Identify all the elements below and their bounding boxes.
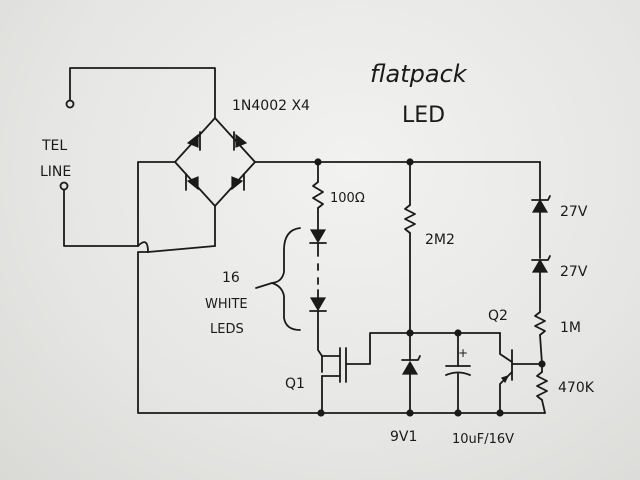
led-bottom: [309, 297, 327, 312]
label-zener-9v1: 9V1: [390, 429, 417, 445]
resistor-100-ohm: [312, 181, 324, 209]
label-r-1m: 1M: [560, 320, 581, 336]
resistor-1m: [534, 311, 546, 336]
label-q1: Q1: [285, 376, 305, 392]
resistor-2m2-branch: [404, 161, 501, 337]
label-led-white: WHITE: [205, 297, 248, 312]
zener-27v-top: [531, 198, 549, 213]
led-string: [255, 161, 327, 373]
q1-mosfet: [321, 332, 411, 414]
q2-transistor: [499, 332, 546, 414]
label-capacitor: 10uF/16V: [452, 432, 514, 447]
label-bridge-diodes: 1N4002 X4: [232, 98, 310, 114]
label-zener-27v-bottom: 27V: [560, 264, 588, 280]
resistor-2m2: [404, 204, 416, 234]
led-group-brace: [271, 227, 301, 331]
label-q2: Q2: [488, 308, 508, 324]
right-divider-column: [531, 161, 551, 414]
label-line: LINE: [40, 164, 71, 180]
label-r-2m2: 2M2: [425, 232, 455, 248]
bridge-rectifier: [137, 117, 256, 247]
label-led-leds: LEDS: [210, 322, 244, 337]
led-top: [309, 229, 327, 244]
title-led: LED: [402, 103, 445, 128]
tel-line-terminals: [59, 67, 216, 253]
label-tel: TEL: [41, 138, 67, 154]
zener-9v1: [401, 332, 421, 414]
label-zener-27v-top: 27V: [560, 204, 588, 220]
junction-dot: [317, 409, 325, 417]
title-flatpack: flatpack: [370, 60, 468, 88]
label-cap-plus: +: [458, 346, 468, 360]
label-r-100: 100Ω: [330, 191, 365, 206]
resistor-470k: [536, 371, 548, 401]
zener-27v-bottom: [531, 258, 549, 273]
label-r-470k: 470K: [558, 380, 595, 396]
label-led-count: 16: [222, 270, 240, 286]
negative-rail: [137, 251, 546, 414]
capacitor-10uf: [445, 332, 471, 414]
